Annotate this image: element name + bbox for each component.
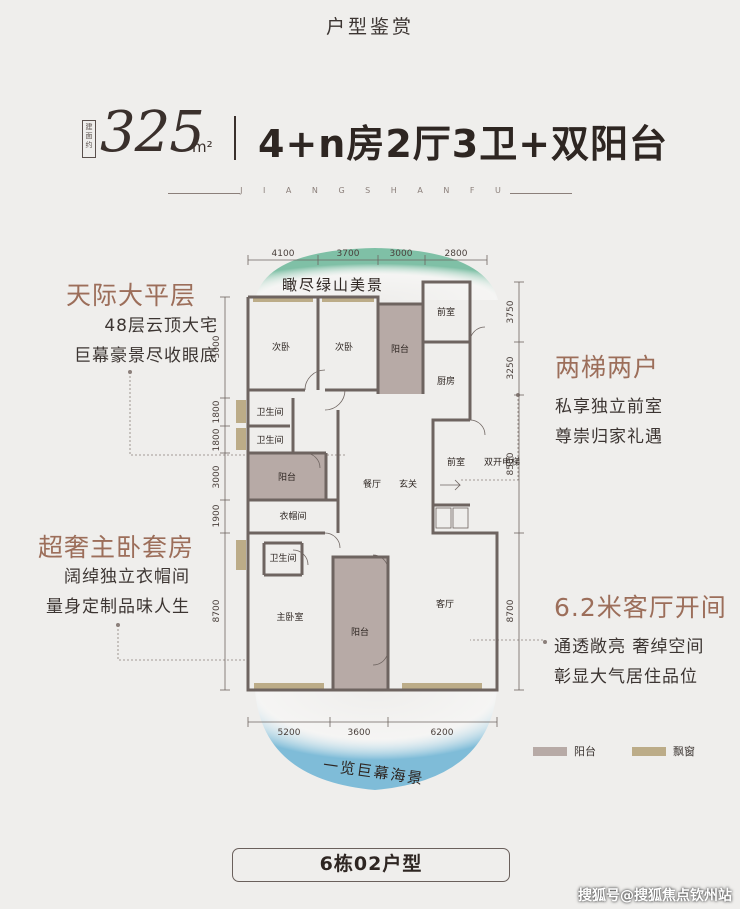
- doors: [292, 326, 486, 666]
- dim-top-2: 3000: [390, 249, 413, 259]
- legend-bay-swatch: [632, 747, 666, 756]
- bay-window: [322, 296, 374, 302]
- subtitle-en: J I A N G S H A N F U: [240, 186, 510, 195]
- callout-master-suite-lines: 阔绰独立衣帽间 量身定制品味人生: [40, 562, 190, 622]
- callout-title: 天际大平层: [66, 281, 197, 310]
- green-view-arc: [255, 248, 498, 300]
- legend-bay-label: 飘窗: [673, 744, 695, 758]
- bay-window: [236, 540, 246, 570]
- dim-left-5: 8700: [212, 599, 222, 622]
- balcony-bottom-fill: [333, 557, 388, 690]
- room-labels: 次卧 次卧 阳台 前室 厨房 卫生间 卫生间 阳台 餐厅 玄关 前室 双开电梯 …: [256, 306, 520, 638]
- bay-window: [402, 683, 482, 689]
- room-closet: 衣帽间: [279, 510, 306, 522]
- callout-title: 超奢主卧套房: [38, 533, 195, 562]
- callout-two-elevators: 两梯两户 私享独立前室 尊崇归家礼遇: [555, 348, 663, 452]
- room-balcony-top: 阳台: [391, 343, 409, 355]
- sea-view-arc: [255, 690, 497, 790]
- leader-dot: [128, 370, 132, 374]
- bay-window: [236, 400, 246, 423]
- bay-window: [253, 296, 313, 302]
- legend-balcony-swatch: [533, 747, 567, 756]
- room-bedroom-b: 次卧: [335, 341, 353, 353]
- balcony-mid-fill: [248, 453, 326, 500]
- room-elevator: 双开电梯: [484, 456, 520, 468]
- view-top-text: 瞰尽绿山美景: [282, 276, 384, 294]
- dim-top-0: 4100: [272, 249, 295, 259]
- dim-left-0: 5000: [212, 335, 222, 358]
- dim-left-4: 1900: [212, 504, 222, 527]
- dim-left-3: 3000: [212, 465, 222, 488]
- room-bathroom-1: 卫生间: [256, 406, 283, 418]
- callout-line: 通透敞亮 奢绰空间: [554, 637, 705, 657]
- title-divider: [234, 116, 236, 160]
- callout-title: 两梯两户: [555, 353, 660, 382]
- callout-line: 量身定制品味人生: [46, 597, 190, 617]
- room-balcony-mid: 阳台: [278, 471, 296, 483]
- callout-title: 6.2米客厅开间: [554, 593, 727, 622]
- dimension-text-vertical: 5000 1800 1800 3000 1900 8700 3750 3250 …: [212, 300, 516, 622]
- callout-line: 彰显大气居住品位: [554, 667, 698, 687]
- layout-title: 4+n房2厅3卫+双阳台: [258, 122, 669, 166]
- callout-master-suite: 超奢主卧套房: [38, 528, 194, 564]
- section-title: 户型鉴赏: [325, 16, 414, 38]
- area-label: 建面约: [82, 120, 96, 158]
- room-vestibule-mid: 前室: [447, 456, 465, 468]
- room-bedroom-a: 次卧: [272, 341, 290, 353]
- room-kitchen: 厨房: [437, 375, 455, 387]
- dim-right-1: 3250: [506, 356, 516, 379]
- leader-dot: [116, 623, 120, 627]
- legend-balcony-label: 阳台: [574, 744, 596, 758]
- callout-line: 尊崇归家礼遇: [555, 427, 663, 447]
- dim-top-1: 3700: [337, 249, 360, 259]
- balcony-top-fill: [378, 304, 423, 394]
- callout-line: 私享独立前室: [555, 397, 663, 417]
- bay-window: [236, 428, 246, 450]
- room-dining: 餐厅: [363, 478, 381, 490]
- callout-sky-floor: 天际大平层: [66, 276, 196, 312]
- unit-type-label: 6栋02户型: [232, 848, 510, 882]
- dim-bottom-0: 5200: [278, 728, 301, 738]
- room-master-bedroom: 主卧室: [276, 611, 303, 623]
- room-foyer: 玄关: [399, 478, 417, 490]
- elevators: [435, 507, 469, 529]
- room-balcony-bottom: 阳台: [351, 626, 369, 638]
- dim-left-2: 1800: [212, 428, 222, 451]
- dim-right-2: 8500: [506, 452, 516, 475]
- callout-sky-floor-lines: 48层云顶大宅 巨幕豪景尽收眼底: [74, 311, 218, 371]
- walls: [246, 280, 499, 692]
- bay-window: [254, 683, 324, 689]
- leader-dot: [543, 640, 547, 644]
- dimension-lines: [220, 255, 524, 727]
- watermark: 搜狐号@搜狐焦点钦州站: [578, 888, 732, 904]
- callout-living-room: 6.2米客厅开间 通透敞亮 奢绰空间 彰显大气居住品位: [554, 588, 727, 692]
- callout-line: 巨幕豪景尽收眼底: [74, 346, 218, 366]
- dim-bottom-2: 6200: [431, 728, 454, 738]
- room-vestibule-top: 前室: [437, 306, 455, 318]
- area-unit: m²: [192, 138, 213, 156]
- dim-bottom-1: 3600: [348, 728, 371, 738]
- callout-line: 阔绰独立衣帽间: [64, 567, 190, 587]
- dim-right-0: 3750: [506, 300, 516, 323]
- room-bathroom-2: 卫生间: [256, 434, 283, 446]
- dimension-text: 4100 3700 3000 2800 5200 3600 6200: [272, 249, 468, 738]
- room-bathroom-3: 卫生间: [269, 552, 296, 564]
- dim-left-1: 1800: [212, 400, 222, 423]
- dim-top-3: 2800: [445, 249, 468, 259]
- area-number: 325: [100, 100, 205, 165]
- callout-line: 48层云顶大宅: [104, 316, 218, 336]
- dim-right-3: 8700: [506, 599, 516, 622]
- room-living: 客厅: [436, 598, 454, 610]
